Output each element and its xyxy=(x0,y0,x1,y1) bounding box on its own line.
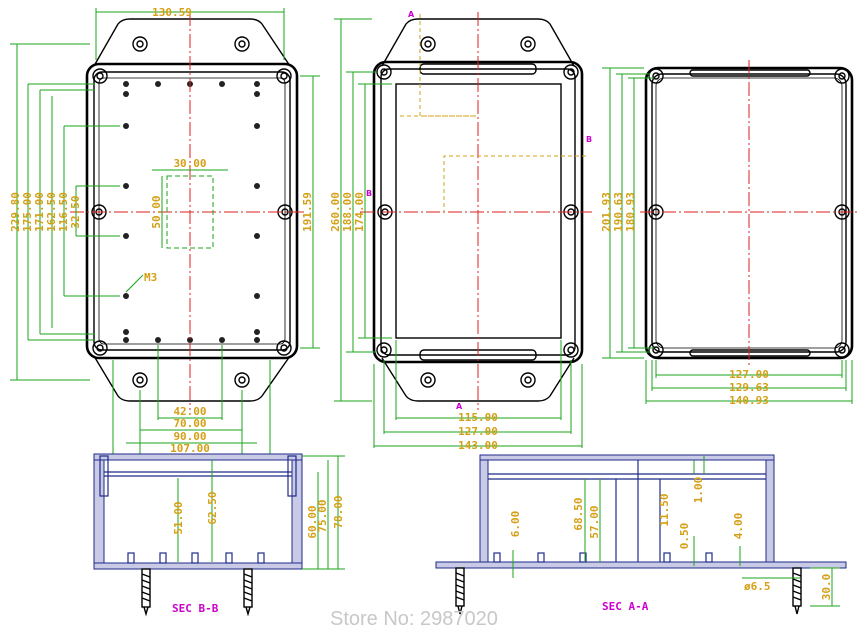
section-mark-a-top: A xyxy=(408,10,415,19)
dim-aa-1: 6.00 xyxy=(509,511,522,538)
dim-bb-inner-height-1: 51.00 xyxy=(172,501,185,534)
dim-lid-height-3: 180.93 xyxy=(624,192,637,232)
dim-top-width: 130.59 xyxy=(152,6,192,19)
dim-lid-width-3: 140.93 xyxy=(729,394,769,407)
dim-lid-height-1: 201.93 xyxy=(600,192,613,232)
dim-slot-width: 30.00 xyxy=(173,157,206,170)
dim-top-height-2: 175.00 xyxy=(21,192,34,232)
dim-slot-height: 50.00 xyxy=(150,195,163,228)
dim-bottom-width-1: 42.00 xyxy=(173,405,206,418)
dim-aa-4: 11.50 xyxy=(658,493,671,526)
dim-bottom-width-4: 107.00 xyxy=(170,442,210,455)
dim-aa-5: 0.50 xyxy=(678,523,691,550)
dim-aa-3: 57.00 xyxy=(588,505,601,538)
dim-bb-outer-height-3: 78.00 xyxy=(332,495,345,528)
dim-top-height-4: 162.50 xyxy=(45,192,58,232)
dim-front-width-3: 143.00 xyxy=(458,439,498,452)
section-aa-label: SEC A-A xyxy=(602,600,649,613)
dim-top-height-5: 116.50 xyxy=(57,192,70,232)
dim-aa-2: 68.50 xyxy=(572,497,585,530)
section-mark-b-right: B xyxy=(586,135,592,144)
dim-bottom-width-2: 70.00 xyxy=(173,417,206,430)
dim-aa-7: 4.00 xyxy=(732,513,745,540)
section-aa-view xyxy=(435,454,847,615)
dim-bb-inner-height-2: 62.50 xyxy=(206,491,219,524)
dim-top-inner-height: 191.59 xyxy=(301,192,314,232)
section-mark-a-bottom: A xyxy=(456,402,463,411)
dim-lid-height-2: 190.63 xyxy=(612,192,625,232)
dim-front-height-1: 260.00 xyxy=(329,192,342,232)
section-mark-b-left: B xyxy=(366,189,372,198)
dim-front-width-2: 127.00 xyxy=(458,425,498,438)
dim-bb-outer-height-1: 60.00 xyxy=(306,505,319,538)
section-bb-view xyxy=(93,453,345,617)
dim-aa-8: 30.0 xyxy=(820,574,833,601)
front-view xyxy=(334,12,592,448)
dim-top-height-1: 229.80 xyxy=(9,192,22,232)
store-watermark: Store No: 2987020 xyxy=(330,608,498,630)
dim-front-width-1: 115.00 xyxy=(458,411,498,424)
screw-label: M3 xyxy=(144,271,157,284)
dim-lid-width-2: 129.63 xyxy=(729,381,769,394)
section-bb-label: SEC B-B xyxy=(172,602,219,615)
dim-aa-hole-diameter: ø6.5 xyxy=(744,580,771,593)
dim-front-height-3: 174.00 xyxy=(353,192,366,232)
dim-aa-6: 1.00 xyxy=(692,477,705,504)
dim-top-height-6: 32.50 xyxy=(69,195,82,228)
lid-view xyxy=(602,60,858,404)
top-view xyxy=(10,8,320,458)
dim-top-height-3: 171.00 xyxy=(33,192,46,232)
dim-bb-outer-height-2: 75.00 xyxy=(316,499,329,532)
dim-front-height-2: 188.00 xyxy=(341,192,354,232)
dim-bottom-width-3: 90.00 xyxy=(173,430,206,443)
dim-lid-width-1: 127.00 xyxy=(729,368,769,381)
